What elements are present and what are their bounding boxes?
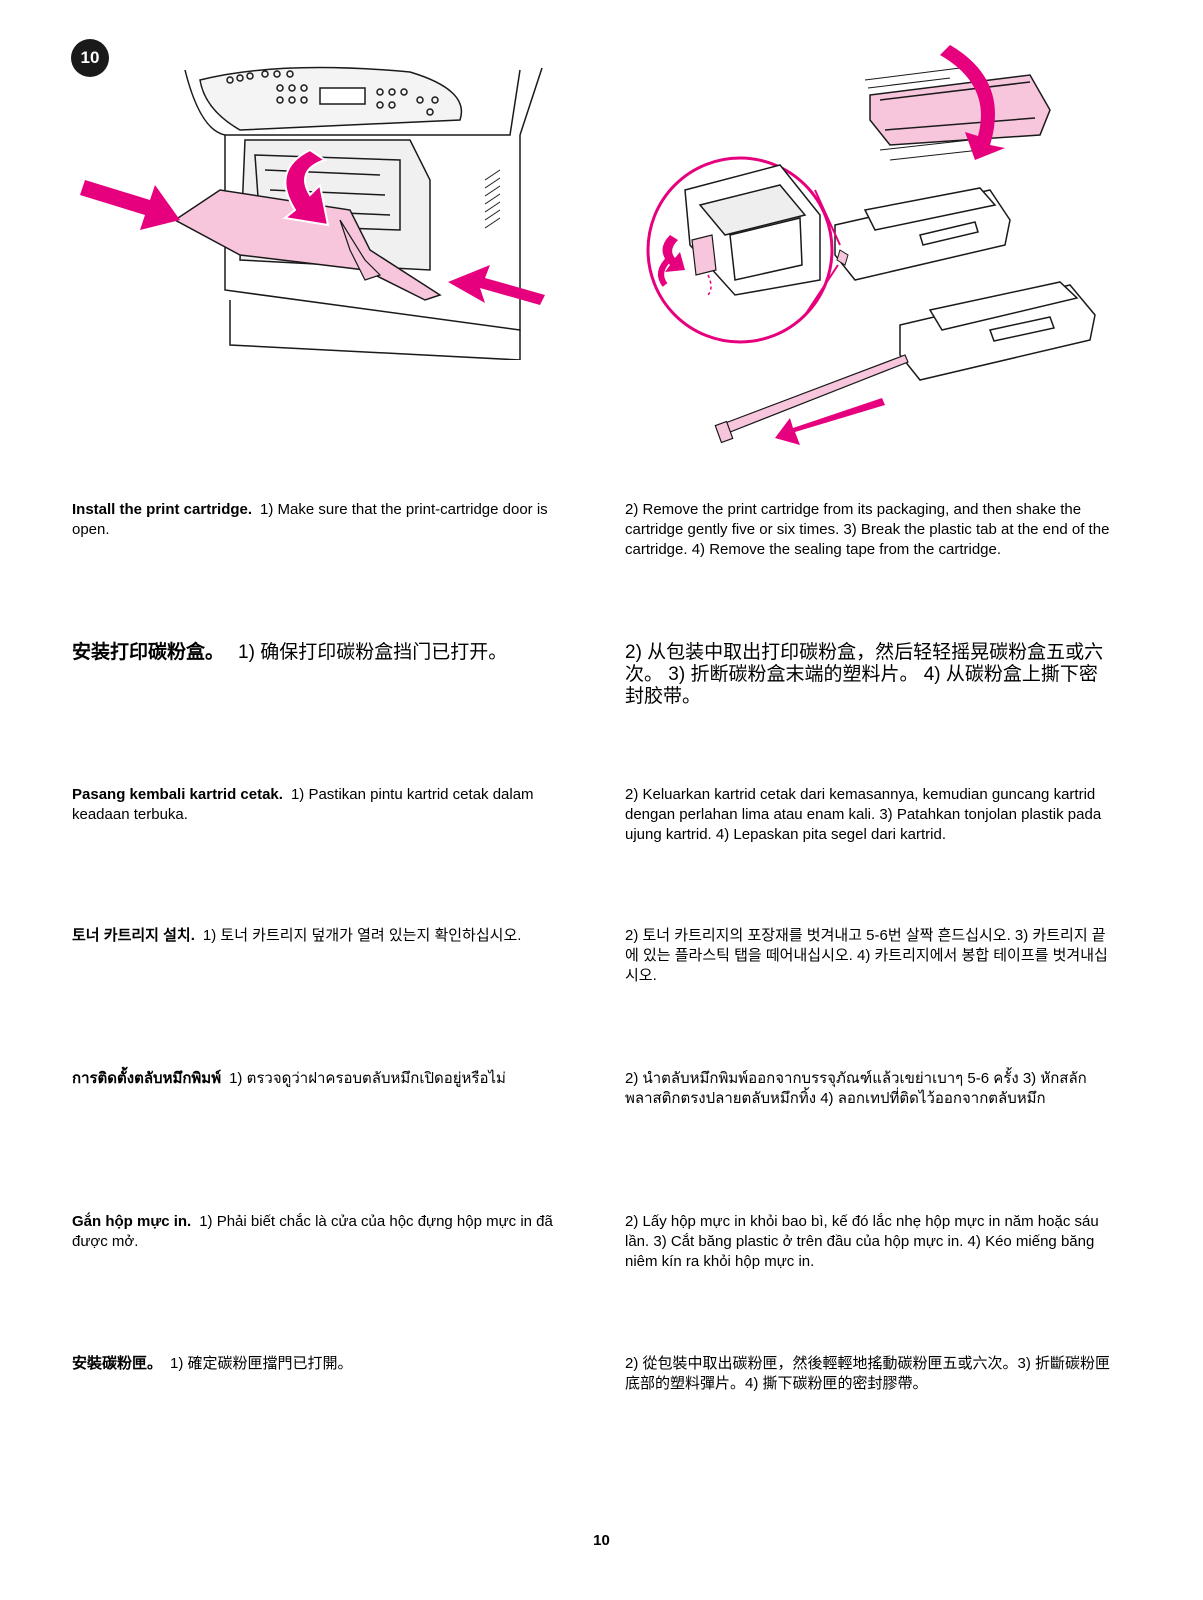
instruction-th-left: การติดตั้งตลับหมึกพิมพ์ 1) ตรวจดูว่าฝาครอ…	[72, 1069, 562, 1089]
instruction-heading: 安裝碳粉匣。	[72, 1355, 163, 1372]
instruction-heading: 安装打印碳粉盒。	[72, 642, 225, 663]
instruction-heading: 토너 카트리지 설치.	[72, 927, 195, 944]
instruction-zh-cn-left: 安装打印碳粉盒。 1) 确保打印碳粉盒挡门已打开。	[72, 642, 562, 664]
page-number: 10	[593, 1532, 610, 1549]
instruction-en-left: Install the print cartridge.1) Make sure…	[72, 500, 562, 540]
instruction-id-left: Pasang kembali kartrid cetak.1) Pastikan…	[72, 785, 562, 825]
instruction-text: 1) ตรวจดูว่าฝาครอบตลับหมึกเปิดอยู่หรือไม…	[229, 1070, 506, 1087]
instruction-text: 2) นำตลับหมึกพิมพ์ออกจากบรรจุภัณฑ์แล้วเข…	[625, 1070, 1087, 1107]
instruction-text: 2) 토너 카트리지의 포장재를 벗겨내고 5-6번 살짝 흔드십시오. 3) …	[625, 927, 1108, 984]
instruction-text: 2) Lấy hộp mực in khỏi bao bì, kế đó lắc…	[625, 1213, 1099, 1270]
instruction-ko-right: 2) 토너 카트리지의 포장재를 벗겨내고 5-6번 살짝 흔드십시오. 3) …	[625, 926, 1115, 986]
instruction-zh-tw-left: 安裝碳粉匣。 1) 確定碳粉匣擋門已打開。	[72, 1354, 562, 1374]
instruction-vi-left: Gắn hộp mực in.1) Phải biết chắc là cửa …	[72, 1212, 562, 1252]
instruction-text: 2) Remove the print cartridge from its p…	[625, 501, 1110, 558]
instruction-text: 1) Make sure that the print-cartridge do…	[72, 501, 548, 538]
instruction-text: 1) 토너 카트리지 덮개가 열려 있는지 확인하십시오.	[202, 927, 522, 944]
instruction-text: 1) Phải biết chắc là cửa của hộc đựng hộ…	[72, 1213, 553, 1250]
instruction-vi-right: 2) Lấy hộp mực in khỏi bao bì, kế đó lắc…	[625, 1212, 1115, 1272]
instruction-heading: Pasang kembali kartrid cetak.	[72, 786, 283, 803]
instruction-heading: Install the print cartridge.	[72, 501, 253, 518]
instruction-en-right: 2) Remove the print cartridge from its p…	[625, 500, 1115, 560]
instruction-th-right: 2) นำตลับหมึกพิมพ์ออกจากบรรจุภัณฑ์แล้วเข…	[625, 1069, 1115, 1109]
instruction-text: 2) 从包装中取出打印碳粉盒，然后轻轻摇晃碳粉盒五或六次。 3) 折断碳粉盒末端…	[625, 642, 1104, 707]
instruction-text: 2) Keluarkan kartrid cetak dari kemasann…	[625, 786, 1102, 843]
cartridge-prep-illustration	[646, 45, 1096, 445]
instruction-text: 1) 確定碳粉匣擋門已打開。	[170, 1355, 353, 1372]
instruction-heading: Gắn hộp mực in.	[72, 1213, 192, 1230]
instruction-ko-left: 토너 카트리지 설치. 1) 토너 카트리지 덮개가 열려 있는지 확인하십시오.	[72, 926, 562, 946]
instruction-zh-cn-right: 2) 从包装中取出打印碳粉盒，然后轻轻摇晃碳粉盒五或六次。 3) 折断碳粉盒末端…	[625, 642, 1115, 708]
printer-door-illustration	[80, 66, 545, 360]
instruction-id-right: 2) Keluarkan kartrid cetak dari kemasann…	[625, 785, 1115, 845]
instruction-text: 1) Pastikan pintu kartrid cetak dalam ke…	[72, 786, 534, 823]
instruction-text: 2) 從包裝中取出碳粉匣，然後輕輕地搖動碳粉匣五或六次。3) 折斷碳粉匣底部的塑…	[625, 1355, 1111, 1392]
step-number-badge: 10	[71, 39, 109, 77]
instruction-zh-tw-right: 2) 從包裝中取出碳粉匣，然後輕輕地搖動碳粉匣五或六次。3) 折斷碳粉匣底部的塑…	[625, 1354, 1115, 1394]
instruction-heading: การติดตั้งตลับหมึกพิมพ์	[72, 1070, 222, 1087]
instruction-text: 1) 确保打印碳粉盒挡门已打开。	[238, 642, 508, 663]
